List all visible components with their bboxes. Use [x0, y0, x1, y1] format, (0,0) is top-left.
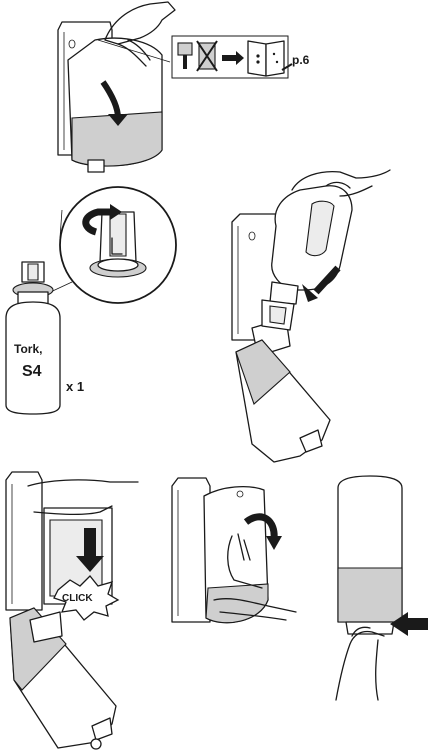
pressing-hand	[335, 626, 385, 701]
press-arrow-icon	[390, 612, 428, 636]
bottle-code: S4	[22, 363, 42, 380]
insert-arrow-icon	[313, 265, 341, 295]
pushing-hand	[27, 479, 139, 515]
click-burst	[53, 575, 120, 621]
quantity-label: x 1	[66, 379, 84, 394]
refill-bottle	[5, 301, 61, 415]
bottle-brand: Tork,	[14, 342, 42, 356]
key-crossed-icon	[196, 40, 218, 72]
cover-window-shading	[71, 111, 163, 167]
step2-refill-bottle-illustration: Tork, S4 x 1	[5, 186, 177, 415]
step4-push-click-illustration: CLICK	[5, 471, 139, 750]
key-icon	[177, 42, 193, 69]
step5-close-cover-illustration	[171, 477, 297, 624]
click-label: CLICK	[62, 593, 93, 604]
closing-hand	[227, 533, 263, 589]
push-down-arrow-icon	[76, 528, 104, 572]
step3-insert-bottle-illustration	[231, 169, 391, 463]
arrow-right-icon	[222, 51, 244, 65]
close-arrow-icon	[243, 513, 278, 541]
step6-push-lever-illustration	[335, 475, 428, 701]
hand-with-key	[104, 1, 176, 45]
manual-page-icon	[247, 40, 285, 77]
remove-cap-arrow-icon	[82, 208, 112, 236]
step1-open-dispenser-illustration: p.6	[57, 1, 310, 173]
page-reference: p.6	[292, 53, 310, 67]
